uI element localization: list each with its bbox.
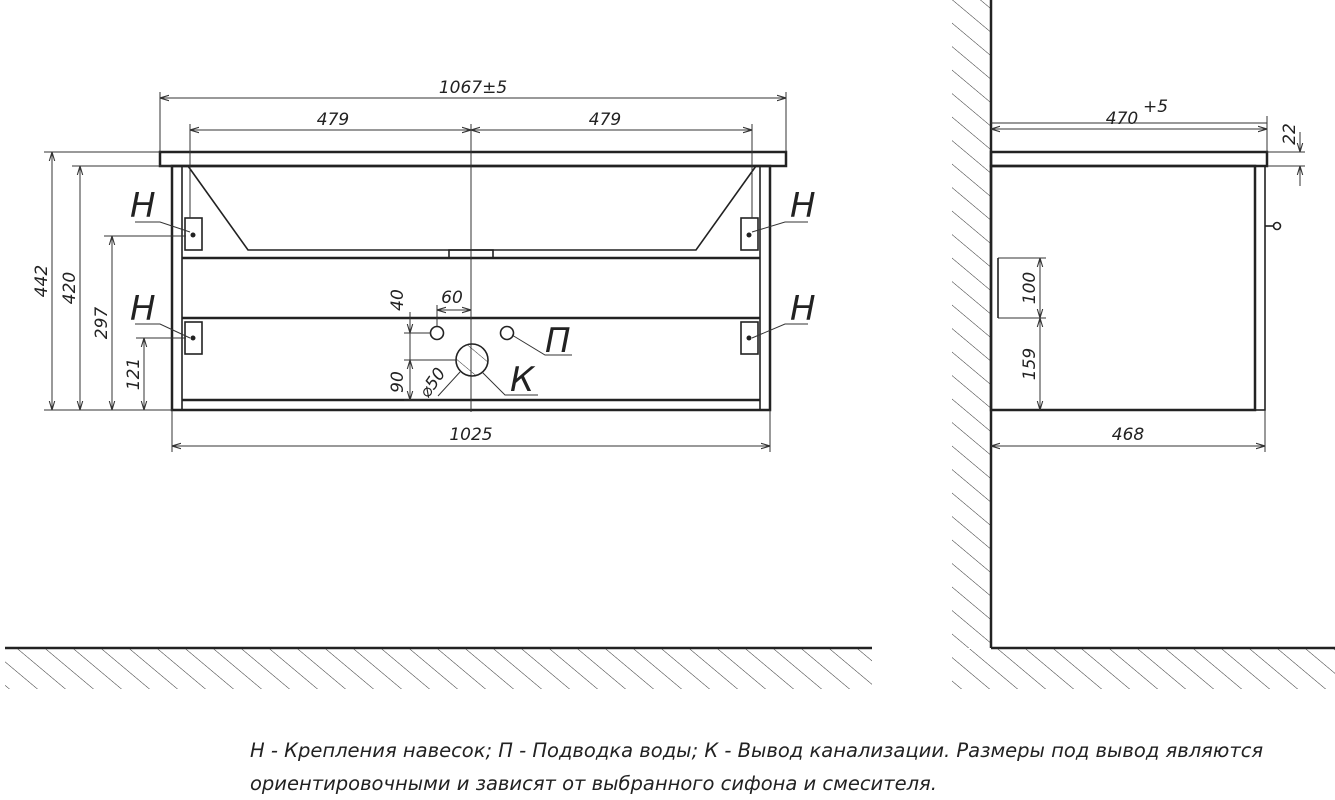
marker-mount-top-right: Н (790, 186, 816, 226)
dim-half-right: 479 (589, 110, 621, 130)
wall-hatch (952, 0, 990, 648)
dim-side-depth-tol: +5 (1143, 97, 1168, 117)
legend-line-1: Н - Крепления навесок; П - Подводка воды… (250, 739, 1264, 762)
dim-bottom-width: 1025 (449, 425, 492, 445)
legend-note: Н - Крепления навесок; П - Подводка воды… (250, 734, 1310, 800)
marker-drain: К (510, 360, 536, 400)
water-inlet-left (429, 325, 445, 341)
front-view: Н Н Н Н П К 1067±5 479 479 1025 442 (5, 78, 872, 689)
marker-mount-bottom-right: Н (790, 289, 816, 329)
dim-drain-height: 90 (388, 371, 408, 393)
legend-line-2: ориентировочными и зависят от выбранного… (250, 772, 937, 795)
water-inlet-right (499, 325, 515, 341)
dim-mount-upper: 297 (92, 307, 112, 340)
dim-drain-diameter: ⌀50 (416, 364, 451, 402)
dim-height-body: 420 (60, 272, 80, 304)
front-countertop (158, 150, 788, 168)
side-view: 470 +5 22 100 159 468 (952, 0, 1335, 689)
drain-outlet (455, 343, 489, 377)
dim-overall-width: 1067±5 (439, 78, 507, 98)
dim-height-total: 442 (32, 265, 52, 297)
dim-half-left: 479 (317, 110, 349, 130)
dim-water-offset-v: 40 (388, 289, 408, 311)
mount-bracket-top-left (184, 217, 203, 251)
side-handle (1272, 221, 1282, 231)
basin-outline (187, 165, 757, 251)
side-countertop (989, 150, 1269, 168)
side-door-panel (1254, 165, 1266, 411)
floor-hatch-side (952, 649, 1335, 689)
mount-bracket-top-right (740, 217, 759, 251)
dim-side-zone-lower: 159 (1020, 348, 1040, 380)
floor-hatch-front (5, 649, 872, 689)
marker-mount-bottom-left: Н (130, 289, 156, 329)
dim-side-zone-upper: 100 (1020, 272, 1040, 304)
dim-mount-lower: 121 (124, 358, 144, 390)
marker-mount-top-left: Н (130, 186, 156, 226)
dim-side-bottom-depth: 468 (1112, 425, 1145, 445)
dim-side-depth: 470 (1106, 109, 1138, 129)
dim-side-top-thickness: 22 (1280, 123, 1300, 145)
dim-water-offset-h: 60 (441, 288, 463, 308)
mount-bracket-bottom-right (740, 321, 759, 355)
marker-water: П (545, 321, 571, 361)
